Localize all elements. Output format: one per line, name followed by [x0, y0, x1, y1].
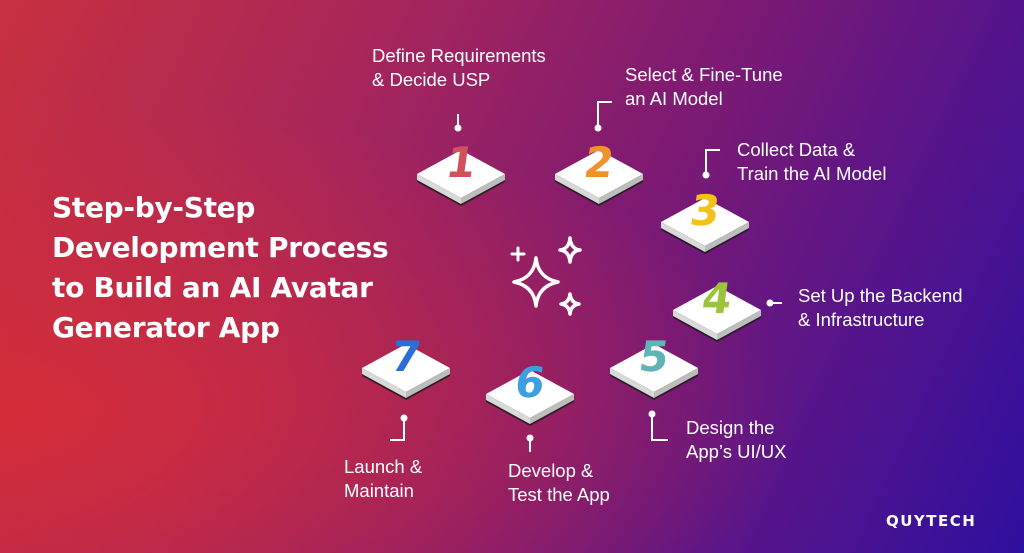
step-label-line: Collect Data & — [737, 139, 856, 160]
step-tile-6: 6 — [482, 358, 578, 440]
title-line: Step-by-Step — [52, 191, 256, 224]
step-label-4: Set Up the Backend & Infrastructure — [798, 284, 963, 332]
step-tile-5: 5 — [606, 332, 702, 414]
step-label-line: Define Requirements — [372, 45, 546, 66]
step-number: 5 — [635, 332, 673, 381]
step-label-3: Collect Data & Train the AI Model — [737, 138, 886, 186]
step-number: 6 — [511, 358, 549, 407]
connector-dot-6 — [526, 434, 534, 442]
step-label-6: Develop & Test the App — [508, 459, 610, 507]
step-number: 3 — [686, 186, 724, 235]
connector-dot-1 — [454, 124, 462, 132]
step-label-line: & Infrastructure — [798, 309, 925, 330]
step-tile-7: 7 — [358, 332, 454, 414]
step-label-line: Launch & — [344, 456, 423, 477]
title-line: Development Process — [52, 231, 389, 264]
step-label-line: Maintain — [344, 480, 414, 501]
connector-dot-7 — [400, 414, 408, 422]
step-label-line: an AI Model — [625, 88, 723, 109]
step-label-line: Select & Fine-Tune — [625, 64, 783, 85]
connector-dot-2 — [594, 124, 602, 132]
step-label-line: App’s UI/UX — [686, 441, 787, 462]
step-tile-2: 2 — [551, 138, 647, 220]
step-tile-3: 3 — [657, 186, 753, 268]
step-label-1: Define Requirements & Decide USP — [372, 44, 546, 92]
step-label-line: Set Up the Backend — [798, 285, 963, 306]
connector-dot-5 — [648, 410, 656, 418]
step-label-line: Design the — [686, 417, 775, 438]
connector-dot-3 — [702, 171, 710, 179]
brand-logo: QUYTECH — [886, 512, 977, 530]
connector-step-7 — [390, 418, 405, 441]
title-line: Generator App — [52, 311, 280, 344]
step-label-line: Test the App — [508, 484, 610, 505]
step-label-5: Design the App’s UI/UX — [686, 416, 786, 464]
connector-dot-4 — [766, 299, 774, 307]
step-number: 2 — [580, 138, 618, 187]
step-number: 4 — [698, 274, 736, 323]
step-label-line: Train the AI Model — [737, 163, 887, 184]
step-number: 7 — [387, 332, 425, 381]
title-line: to Build an AI Avatar — [52, 271, 373, 304]
connector-step-5 — [651, 415, 668, 441]
step-label-2: Select & Fine-Tune an AI Model — [625, 63, 783, 111]
sparkles-icon — [510, 236, 582, 316]
step-tile-1: 1 — [413, 138, 509, 220]
step-label-7: Launch & Maintain — [344, 455, 422, 503]
page-title: Step-by-Step Development Process to Buil… — [52, 188, 412, 348]
step-label-line: & Decide USP — [372, 69, 491, 90]
step-label-line: Develop & — [508, 460, 594, 481]
step-tile-4: 4 — [669, 274, 765, 356]
step-number: 1 — [442, 138, 480, 187]
connector-step-2 — [597, 101, 612, 126]
connector-step-3 — [705, 149, 720, 174]
